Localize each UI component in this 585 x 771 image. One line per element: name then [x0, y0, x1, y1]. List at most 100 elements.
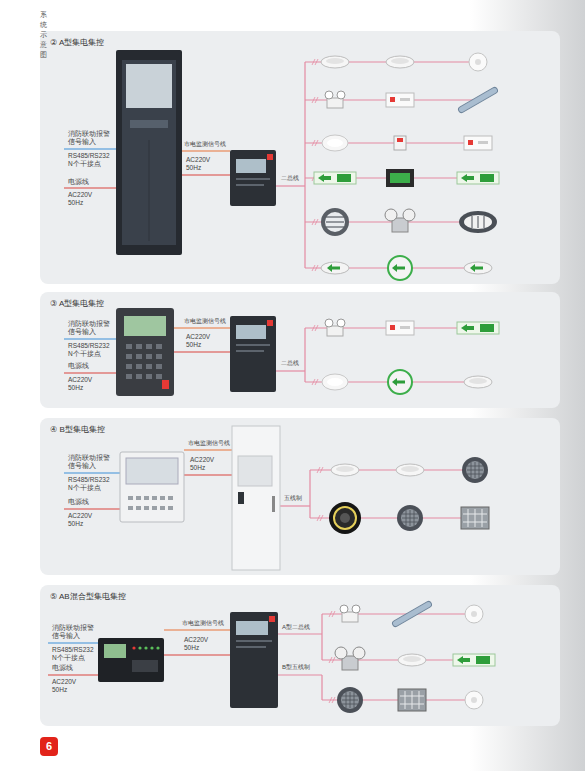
wire-label: RS485/RS232 N个干接点 [68, 476, 112, 492]
wire-mark [315, 97, 318, 103]
ceiling-light [322, 135, 348, 151]
twin-head-body [342, 612, 358, 622]
box-screen [236, 159, 266, 173]
exit-panel [390, 173, 410, 183]
wire-mark [312, 140, 315, 146]
controller-key [168, 506, 173, 510]
exit-box-strip [400, 98, 410, 101]
flood-grid [463, 514, 487, 515]
flood-grid [419, 691, 420, 709]
downlight [398, 654, 426, 666]
monitor-wire [182, 150, 230, 151]
downlight [386, 56, 414, 68]
exit-figure [480, 174, 494, 182]
box-line [236, 344, 270, 346]
page-number: 6 [46, 741, 52, 752]
controller-key [128, 496, 133, 500]
flood-grid [405, 691, 406, 709]
box-screen [236, 325, 266, 339]
cabinet-window [238, 456, 272, 486]
wire-mark [315, 379, 318, 385]
wire-label: 二总线 [281, 175, 305, 182]
wire-mark [315, 325, 318, 331]
panel-ground [40, 292, 560, 408]
wire-label: 五线制 [284, 495, 308, 502]
luminaire-icon [391, 600, 432, 627]
exit-sign [457, 322, 499, 334]
twin-head-body [327, 326, 343, 336]
bus-trunk [304, 62, 305, 268]
system-panel: ⑤ AB混合型集电集控 [40, 585, 564, 726]
exit-arrow [457, 656, 470, 664]
high-bay-grid [479, 462, 480, 478]
wire-mark [317, 515, 320, 521]
page-title: 系统示意图 [40, 10, 47, 60]
controller-key [156, 364, 162, 369]
twin-head-lamp [325, 319, 333, 327]
luminaire-icon [386, 321, 414, 335]
flood-grid [463, 522, 487, 523]
downlight [321, 56, 349, 68]
panel-schematic [48, 600, 495, 713]
panel-heading: ③ A型集电集控 [40, 292, 564, 309]
bus-trunk [321, 614, 322, 660]
wire-mark [329, 657, 332, 663]
luminaire-icon [321, 208, 349, 236]
wire-label: 电源线 [68, 362, 112, 370]
luminaire-icon [386, 56, 414, 68]
high-bay-grid [475, 462, 476, 478]
power-input-wire [64, 372, 116, 373]
wire-mark [332, 611, 335, 617]
distribution-box [230, 612, 278, 708]
wire-label: 消防联动报警信号输入 [68, 454, 112, 470]
panel-ground [40, 585, 560, 726]
luminaire-icon [385, 209, 415, 232]
wire-label: RS485/RS232 N个干接点 [68, 342, 112, 358]
luminaire-icon [461, 507, 489, 529]
wire-label: 电源线 [68, 498, 112, 506]
exit-arrow [318, 174, 331, 182]
high-bay-grid [350, 692, 351, 708]
wire-mark [312, 325, 315, 331]
luminaire-icon [321, 262, 349, 274]
wire-mark [315, 265, 318, 271]
box-logo [267, 320, 273, 326]
floor-sign [388, 256, 412, 280]
oval-grille [472, 216, 473, 228]
exit-sign [386, 169, 414, 187]
controller-key [136, 496, 141, 500]
controller [116, 308, 174, 396]
box-line [236, 350, 264, 352]
controller-key [156, 374, 162, 379]
explosion-proof-lamp [353, 647, 365, 659]
high-bay-grid [342, 704, 358, 705]
luminaire-icon [325, 91, 345, 108]
exit-box-strip [478, 141, 488, 144]
downlight [331, 464, 359, 476]
wire-label: 市电监测信号线 [182, 620, 228, 627]
luminaire-icon [397, 505, 423, 531]
exit-sign [314, 172, 356, 184]
downlight-lens [401, 466, 419, 472]
controller-key [152, 506, 157, 510]
bus-wire [278, 674, 322, 675]
wall-unit-mark [397, 138, 403, 142]
flood-grid [412, 691, 413, 709]
bus-trunk [321, 675, 322, 700]
luminaire-icon [321, 56, 349, 68]
controller-key [146, 374, 152, 379]
luminaire-icon [457, 86, 498, 113]
exit-arrow [461, 324, 474, 332]
power-input-wire [64, 508, 120, 509]
cabinet-panel [238, 492, 244, 504]
spotlight [329, 502, 361, 534]
box-line [236, 184, 264, 186]
panel-schematic [64, 426, 489, 570]
luminaire-icon [464, 136, 492, 150]
controller-key [146, 364, 152, 369]
wire-label: 消防联动报警信号输入 [68, 320, 112, 336]
bulkhead-light [321, 208, 349, 236]
wire-mark [320, 467, 323, 473]
